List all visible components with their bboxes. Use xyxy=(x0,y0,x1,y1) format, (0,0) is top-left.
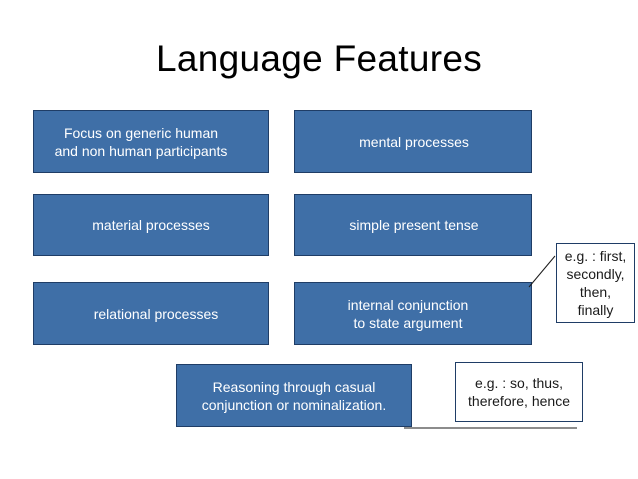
slide-title: Language Features xyxy=(155,38,482,79)
note-causal-examples: e.g. : so, thus, therefore, hence xyxy=(455,362,583,422)
note-sequence-examples: e.g. : first, secondly, then, finally xyxy=(556,243,635,323)
box-simple-present-tense: simple present tense xyxy=(294,194,532,256)
box-internal-conjunction: internal conjunction to state argument xyxy=(294,282,532,345)
box-generic-participants: Focus on generic human and non human par… xyxy=(33,110,269,173)
box-relational-processes: relational processes xyxy=(33,282,269,345)
box-material-processes: material processes xyxy=(33,194,269,256)
box-mental-processes: mental processes xyxy=(294,110,532,173)
box-reasoning: Reasoning through casual conjunction or … xyxy=(176,364,412,427)
callout-line-sequence xyxy=(528,255,556,288)
